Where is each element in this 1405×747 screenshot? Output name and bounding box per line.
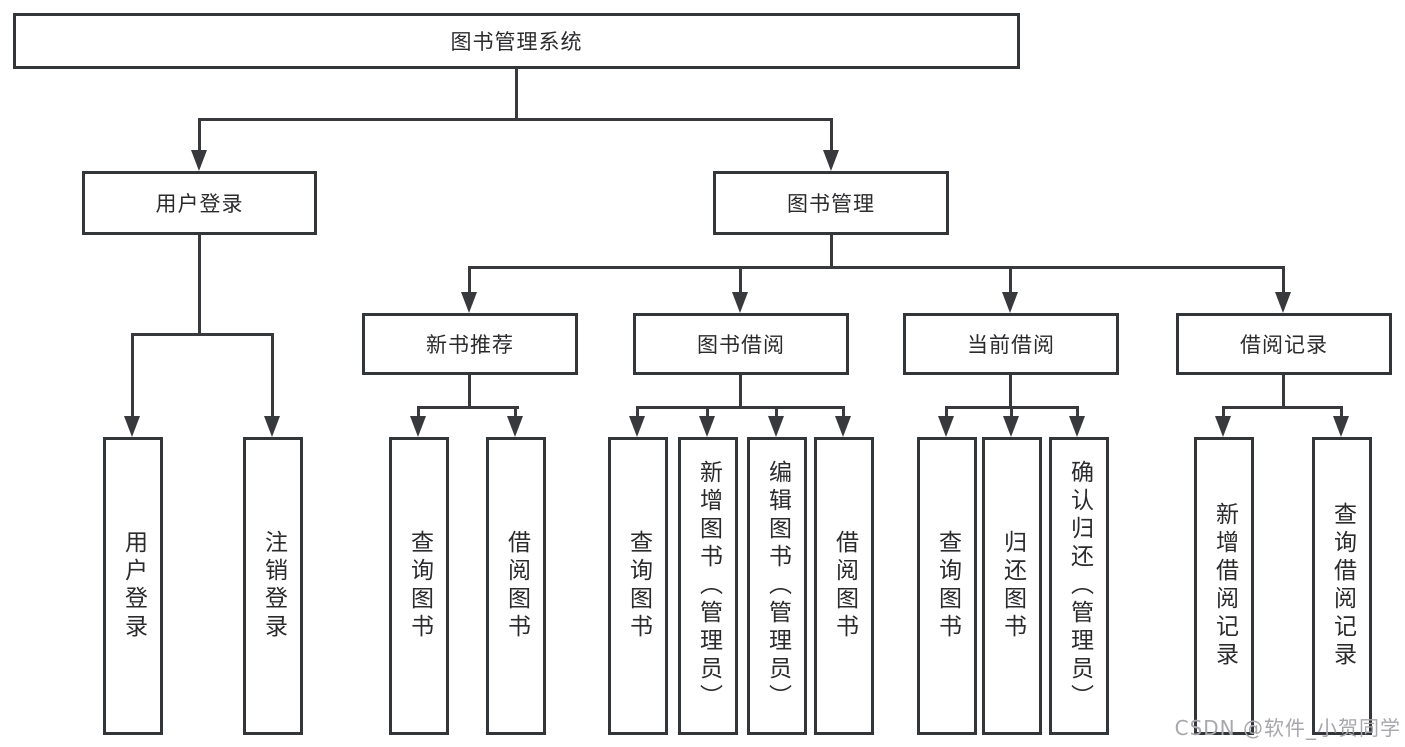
node-add-borrow-record: 新增借阅记录 [1194,437,1254,735]
connector-hline [1222,406,1343,409]
arrow-down-icon [1069,416,1085,437]
arrow-down-icon [264,416,280,437]
connector-vline [468,375,471,409]
node-library-management-system: 图书管理系统 [13,13,1020,69]
node-add-book-admin: 新增图书（管理员） [678,437,738,735]
node-label: 归还图书 [999,530,1026,642]
node-query-books-recommend: 查询图书 [389,437,449,735]
connector-vline [1282,375,1285,409]
connector-vline [739,375,742,409]
node-label: 查询图书 [934,530,961,642]
node-label: 确认归还（管理员） [1066,460,1093,712]
connector-hline [198,118,832,121]
arrow-down-icon [1002,292,1018,313]
connector-vline [1009,375,1012,409]
connector-vline [1282,266,1285,294]
connector-vline [131,333,134,418]
node-query-borrow-record: 查询借阅记录 [1312,437,1372,735]
node-logout: 注销登录 [243,437,303,735]
node-query-books-borrowing: 查询图书 [608,437,668,735]
node-label: 图书借阅 [697,333,785,357]
connector-vline [271,333,274,418]
arrow-down-icon [1275,292,1291,313]
connector-vline [468,266,471,294]
arrow-down-icon [1003,416,1019,437]
connector-vline [775,406,778,418]
node-new-book-recommendation: 新书推荐 [362,313,578,375]
connector-vline [1340,406,1343,418]
connector-vline [636,406,639,418]
node-label: 图书管理 [787,192,875,216]
connector-vline [1076,406,1079,418]
node-borrowing-records: 借阅记录 [1176,313,1392,375]
node-label: 查询借阅记录 [1329,502,1356,670]
connector-vline [1010,406,1013,418]
node-user-login: 用户登录 [82,171,317,235]
node-label: 用户登录 [155,192,244,216]
arrow-down-icon [410,416,426,437]
node-book-management: 图书管理 [713,171,949,235]
connector-hline [131,333,274,336]
connector-vline [830,235,833,269]
node-label: 新增借阅记录 [1211,502,1238,670]
arrow-down-icon [835,416,851,437]
connector-vline [945,406,948,418]
connector-hline [417,406,519,409]
connector-hline [636,406,845,409]
connector-vline [515,69,518,120]
connector-vline [842,406,845,418]
node-return-book: 归还图书 [982,437,1042,735]
connector-vline [706,406,709,418]
node-confirm-return-admin: 确认归还（管理员） [1049,437,1109,735]
arrow-down-icon [938,416,954,437]
arrow-down-icon [629,416,645,437]
csdn-watermark: CSDN @软件_小贺同学 [1174,716,1401,740]
connector-vline [514,406,517,418]
node-borrow-books-recommend: 借阅图书 [486,437,546,735]
node-label: 用户登录 [120,530,147,642]
arrow-down-icon [768,416,784,437]
arrow-down-icon [124,416,140,437]
node-label: 注销登录 [260,530,287,642]
node-label: 查询图书 [406,530,433,642]
connector-vline [198,235,201,336]
node-label: 借阅图书 [503,530,530,642]
arrow-down-icon [1215,416,1231,437]
connector-vline [1009,266,1012,294]
node-current-borrowing: 当前借阅 [903,313,1119,375]
arrow-down-icon [507,416,523,437]
node-borrow-book: 借阅图书 [814,437,874,735]
node-label: 借阅记录 [1240,333,1328,357]
node-label: 新书推荐 [426,333,514,357]
connector-vline [198,118,201,153]
node-label: 当前借阅 [967,333,1055,357]
node-label: 借阅图书 [831,530,858,642]
connector-vline [830,118,833,153]
arrow-down-icon [191,150,207,171]
node-book-borrowing: 图书借阅 [633,313,849,375]
node-label: 图书管理系统 [450,30,583,54]
node-user-login-leaf: 用户登录 [103,437,163,735]
node-query-books-current: 查询图书 [917,437,977,735]
node-label: 查询图书 [625,530,652,642]
arrow-down-icon [699,416,715,437]
connector-vline [1222,406,1225,418]
connector-vline [417,406,420,418]
arrow-down-icon [823,150,839,171]
node-edit-book-admin: 编辑图书（管理员） [747,437,807,735]
arrow-down-icon [732,292,748,313]
arrow-down-icon [1333,416,1349,437]
connector-hline [468,266,1285,269]
node-label: 新增图书（管理员） [695,460,722,712]
arrow-down-icon [461,292,477,313]
connector-vline [739,266,742,294]
node-label: 编辑图书（管理员） [764,460,791,712]
